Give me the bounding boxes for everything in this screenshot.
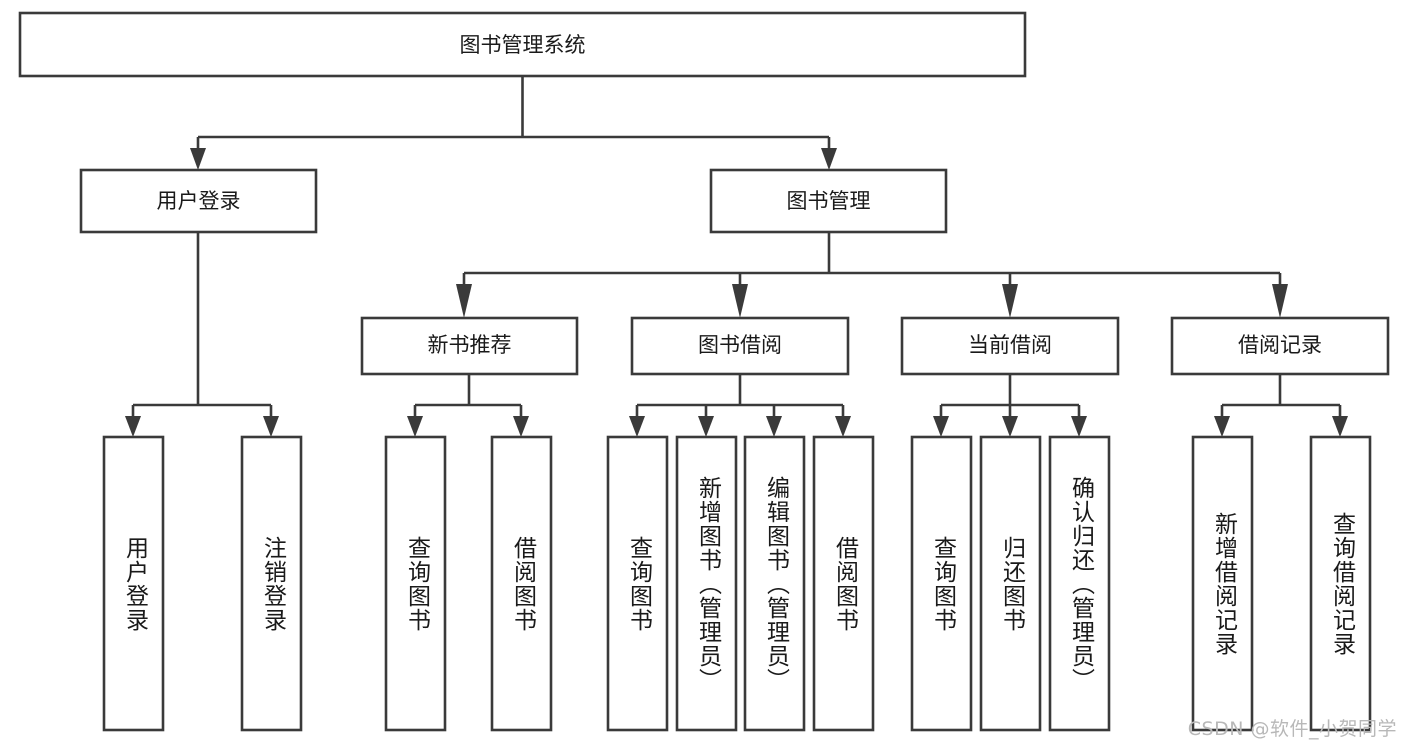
node-root-book-management-system[interactable] (18, 11, 1027, 78)
leaf-book-borrow-add[interactable] (675, 435, 738, 732)
arrow-bookmgmt-to-borrow-record (1272, 284, 1288, 318)
node-book-management-label: 图书管理 (787, 189, 871, 213)
leaf-current-borrow-return[interactable] (979, 435, 1042, 732)
leaf-user-login-login[interactable] (102, 435, 165, 732)
csdn-watermark: CSDN @软件_小贺同学 (1187, 718, 1397, 740)
node-layer: 图书管理系统 用户登录 图书管理 新书推荐 图书借阅 当前借阅 借阅记录 (18, 11, 1390, 732)
node-new-book-recommendation-label: 新书推荐 (428, 333, 512, 357)
leaf-current-borrow-query[interactable] (910, 435, 973, 732)
arrow-bookborrow-leaf-4 (835, 416, 851, 437)
leaf-book-borrow-borrow[interactable] (812, 435, 875, 732)
leaf-user-login-logout[interactable] (240, 435, 303, 732)
arrow-userlogin-leaf-1 (125, 416, 141, 437)
node-user-login[interactable] (79, 168, 318, 234)
arrow-newbook-leaf-2 (513, 416, 529, 437)
arrow-userlogin-leaf-2 (263, 416, 279, 437)
leaf-current-borrow-confirm[interactable] (1048, 435, 1111, 732)
node-new-book-recommendation[interactable] (360, 316, 579, 376)
leaf-borrow-record-add[interactable] (1191, 435, 1254, 732)
leaf-book-borrow-query[interactable] (606, 435, 669, 732)
arrow-currentborrow-leaf-1 (933, 416, 949, 437)
node-root-label: 图书管理系统 (460, 33, 586, 57)
arrow-newbook-leaf-1 (407, 416, 423, 437)
connector-layer (125, 76, 1348, 437)
leaf-borrow-record-query[interactable] (1309, 435, 1372, 732)
leaf-new-book-borrow[interactable] (490, 435, 553, 732)
arrow-bookmgmt-to-book-borrow (732, 284, 748, 318)
arrow-borrowrecord-leaf-1 (1214, 416, 1230, 437)
arrow-root-to-book-mgmt (821, 148, 837, 170)
node-book-borrowing[interactable] (630, 316, 850, 376)
node-borrowing-record[interactable] (1170, 316, 1390, 376)
node-book-management[interactable] (709, 168, 948, 234)
node-user-login-label: 用户登录 (157, 189, 241, 213)
arrow-bookborrow-leaf-1 (629, 416, 645, 437)
arrow-currentborrow-leaf-2 (1002, 416, 1018, 437)
leaf-book-borrow-edit[interactable] (743, 435, 806, 732)
node-current-borrowing-label: 当前借阅 (968, 333, 1052, 357)
node-current-borrowing[interactable] (900, 316, 1120, 376)
leaf-new-book-query[interactable] (384, 435, 447, 732)
arrow-borrowrecord-leaf-2 (1332, 416, 1348, 437)
node-borrowing-record-label: 借阅记录 (1238, 333, 1322, 357)
arrow-currentborrow-leaf-3 (1071, 416, 1087, 437)
arrow-bookmgmt-to-new-book (456, 284, 472, 318)
node-book-borrowing-label: 图书借阅 (698, 333, 782, 357)
arrow-root-to-user-login (190, 148, 206, 170)
arrow-bookborrow-leaf-3 (766, 416, 782, 437)
arrow-bookmgmt-to-current-borrow (1002, 284, 1018, 318)
arrow-bookborrow-leaf-2 (698, 416, 714, 437)
